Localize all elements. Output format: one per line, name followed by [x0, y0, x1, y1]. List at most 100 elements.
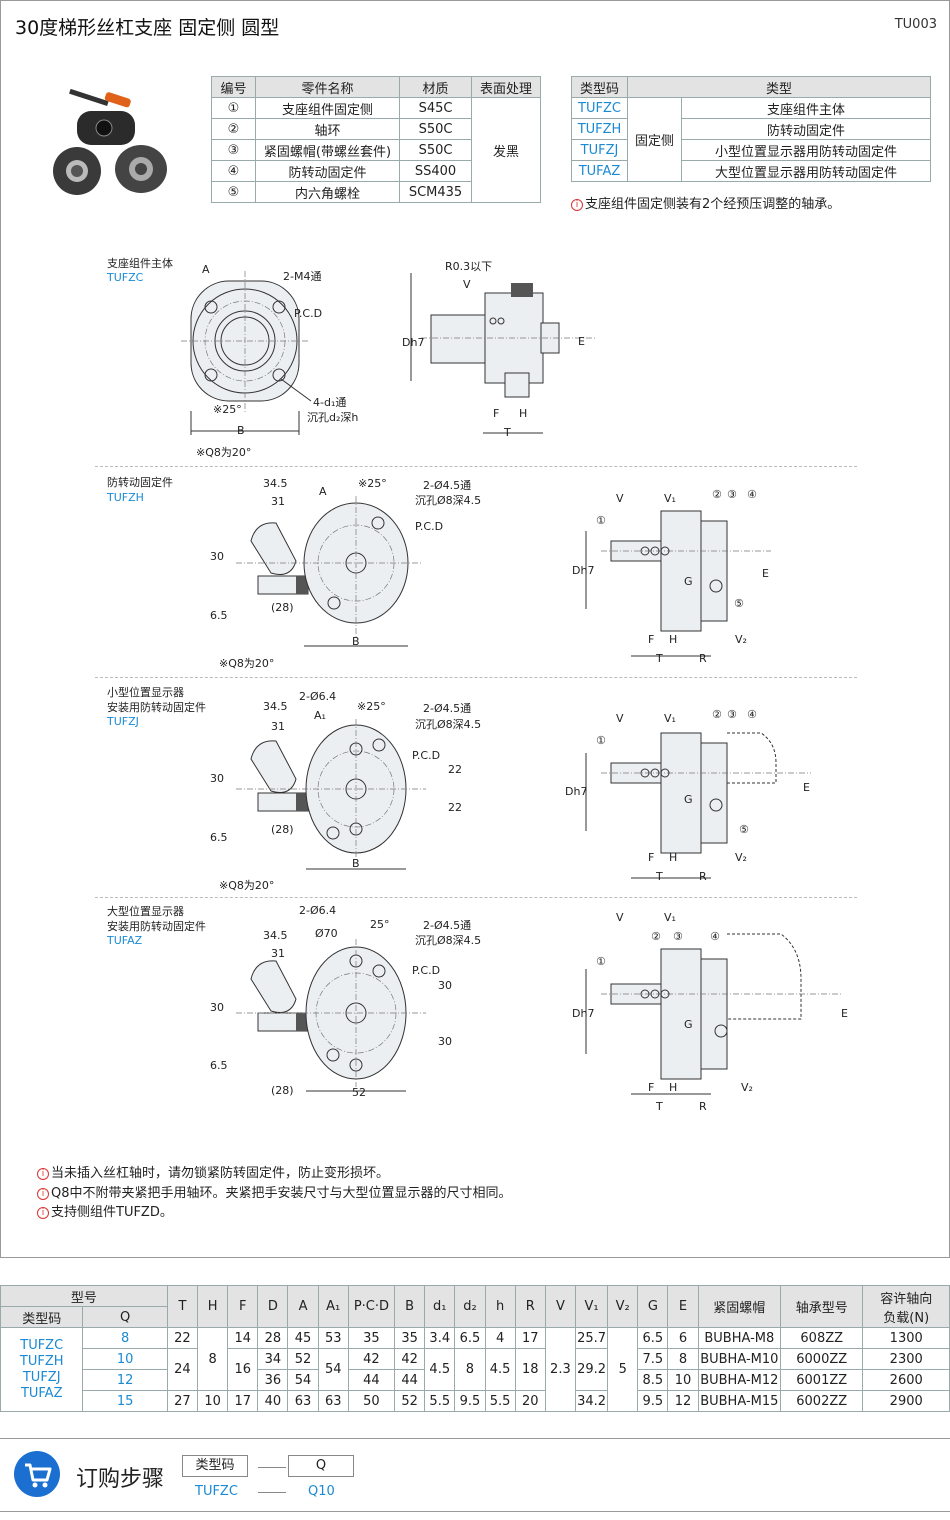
- spec-cell: 14: [227, 1327, 259, 1349]
- spec-col: 紧固螺帽: [697, 1285, 782, 1328]
- s3-d64: 2-Ø6.4: [299, 690, 337, 703]
- spec-col: P·C·D: [347, 1285, 396, 1328]
- type-name: 大型位置显示器用防转动固定件: [681, 160, 931, 182]
- s3-dh7: Dh7: [565, 785, 588, 798]
- part-material: SCM435: [399, 181, 472, 203]
- part-material: S50C: [399, 118, 472, 140]
- part-name: 内六角螺栓: [255, 181, 400, 203]
- page-code: TU003: [894, 17, 937, 32]
- spec-cell: 8: [667, 1348, 699, 1370]
- type-name: 支座组件主体: [681, 97, 931, 119]
- col-material: 材质: [399, 76, 472, 98]
- s3-d22a: 22: [448, 763, 462, 776]
- s4-ang: 25°: [370, 918, 390, 931]
- spec-q: 12: [82, 1369, 168, 1391]
- s2-dim-pcd: P.C.D: [415, 520, 444, 533]
- s2-code: TUFZH: [107, 491, 144, 504]
- s2-t: T: [656, 652, 663, 665]
- spec-cell: 7.5: [637, 1348, 669, 1370]
- s4-d52: 52: [352, 1086, 366, 1099]
- order-example-code: TUFZC: [195, 1484, 238, 1499]
- s1-dim-cb: 沉孔d₂深h: [307, 411, 359, 424]
- spec-cell: 8: [454, 1348, 486, 1391]
- part-no: ①: [211, 97, 256, 119]
- s3-n1: ①: [596, 734, 606, 747]
- spec-sheet-frame: 30度梯形丝杠支座 固定侧 圆型 TU003 编号 零件名称 材质 表面处理 ①…: [0, 0, 950, 1258]
- s2-dim-65: 6.5: [210, 609, 228, 622]
- spec-col: V₁: [574, 1285, 609, 1328]
- s2-dim-28: (28): [271, 601, 294, 614]
- info-icon: i: [37, 1188, 49, 1200]
- s2-n4: ④: [747, 488, 757, 501]
- divider: [95, 466, 857, 467]
- order-separator: [258, 1492, 286, 1493]
- spec-cell: 9.5: [637, 1390, 669, 1412]
- spec-cell: 28: [257, 1327, 289, 1349]
- spec-cell: 1300: [862, 1327, 950, 1349]
- col-type-code: 类型码: [571, 76, 628, 98]
- spec-cell: 12: [667, 1390, 699, 1412]
- s2-dim-b: B: [352, 635, 360, 648]
- spec-col: A: [287, 1285, 319, 1328]
- part-material: S50C: [399, 139, 472, 161]
- s4-pcd: P.C.D: [412, 964, 441, 977]
- spec-cell: 52: [394, 1390, 426, 1412]
- s3-q8-note: ※Q8为20°: [219, 879, 275, 892]
- part-name: 紧固螺帽(带螺丝套件): [255, 139, 400, 161]
- s3-n5: ⑤: [739, 823, 749, 836]
- col-type: 类型: [627, 76, 931, 98]
- table-row: TUFZJ 小型位置显示器用防转动固定件: [571, 139, 931, 161]
- s4-h: H: [669, 1081, 678, 1094]
- spec-cell: 2.3: [544, 1327, 576, 1412]
- s4-front-view: [236, 939, 426, 1092]
- s3-side-view: [585, 732, 811, 879]
- part-name: 轴环: [255, 118, 400, 140]
- s2-n2: ②: [712, 488, 722, 501]
- spec-cell: 36: [257, 1369, 289, 1391]
- spec-cell: 4: [484, 1327, 516, 1349]
- spec-col: B: [394, 1285, 426, 1328]
- s1-front-view: [181, 271, 312, 435]
- s2-r: R: [699, 652, 707, 665]
- spec-cell: 40: [257, 1390, 289, 1412]
- s4-f: F: [648, 1081, 655, 1094]
- spec-type-codes: TUFZC TUFZH TUFZJ TUFAZ: [0, 1327, 84, 1412]
- spec-cell: 25.7: [574, 1327, 609, 1349]
- s4-cb: 沉孔Ø8深4.5: [415, 934, 482, 947]
- s2-dim-30: 30: [210, 550, 224, 563]
- spec-cell: 35: [394, 1327, 426, 1349]
- spec-cell: 17: [227, 1390, 259, 1412]
- load-label: 容许轴向: [880, 1291, 933, 1307]
- spec-cell: 5.5: [484, 1390, 516, 1412]
- s4-t: T: [656, 1100, 663, 1113]
- s4-e: E: [841, 1007, 848, 1020]
- s3-d28: (28): [271, 823, 294, 836]
- note-text: 当未插入丝杠轴时，请勿锁紧防转固定件，防止变形损坏。: [51, 1166, 390, 1181]
- type-name: 防转动固定件: [681, 118, 931, 140]
- s4-d31: 31: [271, 947, 285, 960]
- spec-q-header: Q: [82, 1306, 168, 1328]
- spec-cell: 27: [166, 1390, 199, 1412]
- s3-e: E: [803, 781, 810, 794]
- spec-col: F: [227, 1285, 259, 1328]
- spec-table: 型号 T H F D A A₁ P·C·D B d₁ d₂ h R V V₁ V…: [0, 1285, 950, 1412]
- info-icon: i: [37, 1207, 49, 1219]
- s1-dim-h: H: [519, 407, 528, 420]
- s1-dim-r03: R0.3以下: [445, 260, 493, 273]
- parts-table: 编号 零件名称 材质 表面处理 ① 支座组件固定侧 S45C 发黑 ② 轴环 S…: [211, 76, 541, 203]
- s3-name2: 安装用防转动固定件: [107, 701, 206, 714]
- s4-d70: Ø70: [315, 927, 338, 940]
- table-row: TUFAZ 大型位置显示器用防转动固定件: [571, 160, 931, 182]
- spec-cell: 44: [347, 1369, 396, 1391]
- s3-pcd: P.C.D: [412, 749, 441, 762]
- s2-dim-a: A: [319, 485, 327, 498]
- part-name: 支座组件固定侧: [255, 97, 400, 119]
- spec-cell: 53: [317, 1327, 349, 1349]
- s4-name1: 大型位置显示器: [107, 905, 184, 918]
- spec-cell: 2900: [862, 1390, 950, 1412]
- s1-side-view: [410, 273, 596, 434]
- s4-d65: 6.5: [210, 1059, 228, 1072]
